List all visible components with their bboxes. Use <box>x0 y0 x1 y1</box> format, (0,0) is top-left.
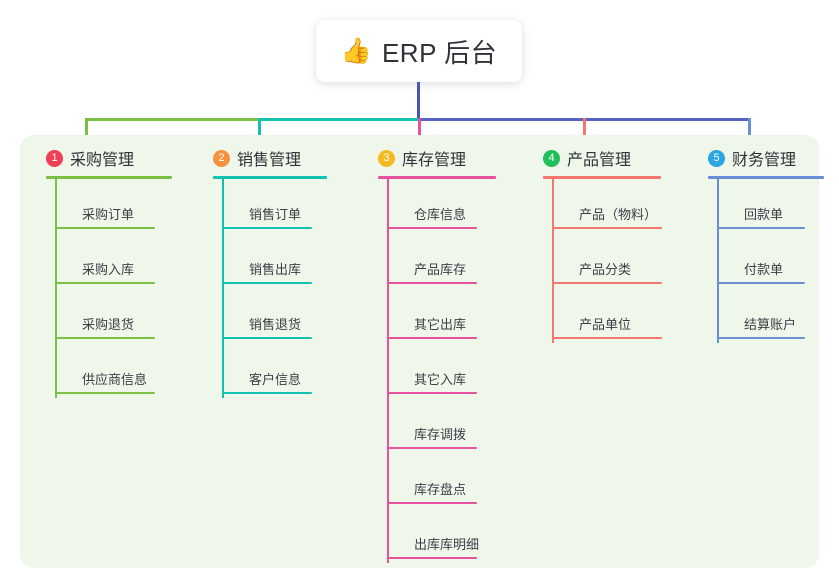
connector-drop-2 <box>258 118 261 146</box>
leaf-label: 产品（物料） <box>579 207 658 222</box>
leaf-label: 仓库信息 <box>414 207 467 222</box>
leaf-label: 采购退货 <box>82 317 135 332</box>
connector-drop-1 <box>85 118 88 146</box>
leaf-label: 销售订单 <box>249 207 302 222</box>
branch-column-3: 3 库存管理仓库信息产品库存其它出库其它入库库存调拨库存盘点出库库明细 <box>360 146 496 563</box>
leaf-label: 产品单位 <box>579 317 632 332</box>
branch-column-5: 5 财务管理回款单付款单结算账户 <box>690 146 824 343</box>
branch-title-underline <box>46 176 172 179</box>
branch-number-badge: 2 <box>213 149 230 167</box>
leaf-label: 其它入库 <box>414 372 467 387</box>
leaf-underline <box>717 282 805 284</box>
leaf-label: 供应商信息 <box>82 372 148 387</box>
leaf-underline <box>55 392 155 394</box>
connector-bar-segment-2 <box>258 118 421 121</box>
branch-spine <box>717 178 719 343</box>
leaf-label: 产品分类 <box>579 262 632 277</box>
leaf-underline <box>552 227 662 229</box>
leaf-underline <box>55 282 155 284</box>
branch-title: 采购管理 <box>70 152 135 169</box>
leaf-label: 库存调拨 <box>414 427 467 442</box>
leaf-label: 客户信息 <box>249 372 302 387</box>
leaf-underline <box>222 337 312 339</box>
branch-column-4: 4 产品管理产品（物料） 产品分类产品单位 <box>525 146 662 343</box>
root-title: ERP 后台 <box>381 37 498 68</box>
leaf-label: 回款单 <box>744 207 784 222</box>
leaf-underline <box>222 392 312 394</box>
branches-panel <box>20 135 819 568</box>
connector-drop-3 <box>418 118 421 146</box>
leaf-underline <box>387 227 477 229</box>
leaf-label: 库存盘点 <box>414 482 467 497</box>
branch-header-库存管理[interactable]: 3 库存管理 <box>360 146 480 170</box>
leaf-underline <box>387 337 477 339</box>
leaf-underline <box>552 337 662 339</box>
branch-number-badge: 5 <box>708 149 725 167</box>
leaf-underline <box>387 447 477 449</box>
leaf-underline <box>387 502 477 504</box>
leaf-label: 销售退货 <box>249 317 302 332</box>
branch-title-underline <box>708 176 824 179</box>
branch-title-underline <box>543 176 661 179</box>
leaf-label: 出库库明细 <box>414 537 480 552</box>
branch-title: 销售管理 <box>237 152 302 169</box>
leaf-underline <box>222 282 312 284</box>
branch-spine <box>387 178 389 563</box>
connector-drop-5 <box>748 118 751 146</box>
branch-column-1: 1 采购管理采购订单采购入库采购退货供应商信息 <box>28 146 172 398</box>
branch-title-underline <box>213 176 327 179</box>
branch-spine <box>222 178 224 398</box>
branch-header-销售管理[interactable]: 2 销售管理 <box>195 146 307 170</box>
branch-column-2: 2 销售管理销售订单销售出库销售退货客户信息 <box>195 146 327 398</box>
leaf-underline <box>222 227 312 229</box>
branch-title: 库存管理 <box>402 152 467 169</box>
leaf-underline <box>717 337 805 339</box>
leaf-underline <box>387 392 477 394</box>
leaf-underline <box>717 227 805 229</box>
thumbs-up-icon: 👍 <box>340 36 372 65</box>
root-stem-line <box>417 82 420 121</box>
branch-number-badge: 4 <box>543 149 560 167</box>
leaf-label: 结算账户 <box>744 317 797 332</box>
branch-header-财务管理[interactable]: 5 财务管理 <box>690 146 800 170</box>
leaf-label: 销售出库 <box>249 262 302 277</box>
connector-drop-4 <box>583 118 586 146</box>
leaf-underline <box>552 282 662 284</box>
branch-number-badge: 1 <box>46 149 63 167</box>
branch-number-badge: 3 <box>378 149 395 167</box>
branch-header-采购管理[interactable]: 1 采购管理 <box>28 146 148 170</box>
branch-title: 产品管理 <box>567 152 632 169</box>
branch-title: 财务管理 <box>732 152 797 169</box>
branch-spine <box>55 178 57 398</box>
leaf-underline <box>387 557 477 559</box>
leaf-label: 其它出库 <box>414 317 467 332</box>
branch-header-产品管理[interactable]: 4 产品管理 <box>525 146 647 170</box>
leaf-label: 采购入库 <box>82 262 135 277</box>
leaf-underline <box>55 227 155 229</box>
leaf-label: 付款单 <box>744 262 784 277</box>
branch-spine <box>552 178 554 343</box>
leaf-label: 产品库存 <box>414 262 467 277</box>
leaf-label: 采购订单 <box>82 207 135 222</box>
branch-title-underline <box>378 176 496 179</box>
connector-bar-segment-1 <box>85 118 261 121</box>
root-node-card[interactable]: 👍 ERP 后台 <box>316 20 522 82</box>
leaf-underline <box>55 337 155 339</box>
leaf-underline <box>387 282 477 284</box>
